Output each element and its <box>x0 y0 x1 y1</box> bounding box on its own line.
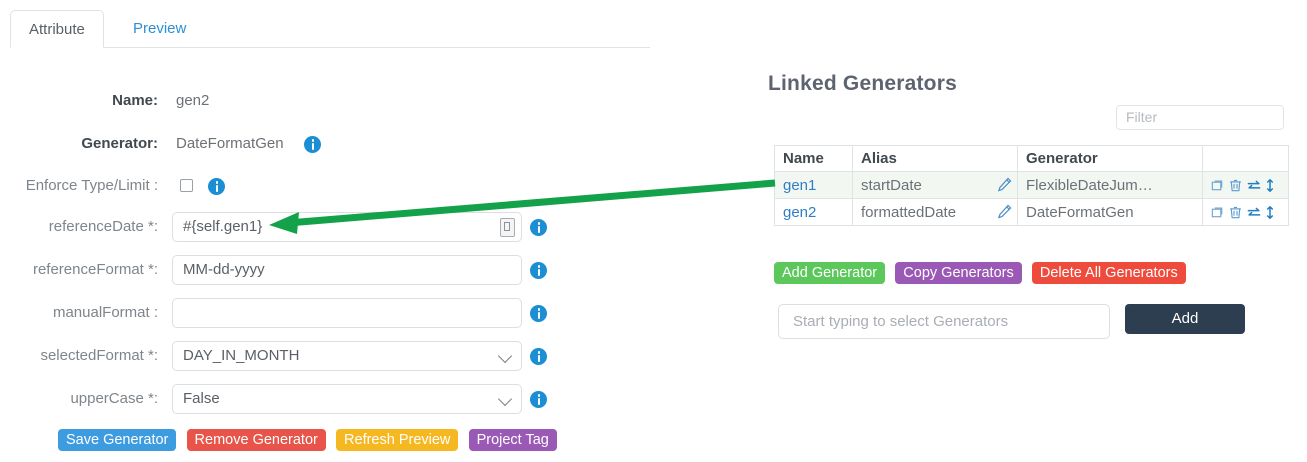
cell-name: gen2 <box>774 198 853 226</box>
field-row-name: Name: gen2 <box>0 86 660 116</box>
table-row[interactable]: gen1 startDate FlexibleDateJum… <box>774 171 1289 199</box>
table-header-row: Name Alias Generator <box>774 145 1289 172</box>
cell-name: gen1 <box>774 171 853 199</box>
alias-text: formattedDate <box>861 203 957 221</box>
selected-format-select[interactable]: DAY_IN_MONTH <box>172 341 522 371</box>
exchange-icon[interactable] <box>1246 205 1262 220</box>
filter-input[interactable]: Filter <box>1116 105 1284 130</box>
info-icon-selected-format[interactable] <box>530 348 547 365</box>
add-generator-button[interactable]: Add Generator <box>774 262 886 284</box>
cell-actions <box>1202 171 1289 199</box>
cell-generator: FlexibleDateJum… <box>1017 171 1203 199</box>
value-generator: DateFormatGen <box>176 135 284 152</box>
exchange-icon[interactable] <box>1246 178 1262 193</box>
form-action-buttons: Save Generator Remove Generator Refresh … <box>58 429 563 451</box>
alias-text: startDate <box>861 176 922 194</box>
project-tag-button[interactable]: Project Tag <box>468 429 557 451</box>
generator-link-gen1[interactable]: gen1 <box>783 176 817 194</box>
reference-format-input[interactable]: MM-dd-yyyy <box>172 255 522 285</box>
reference-date-picker-icon[interactable] <box>500 218 515 237</box>
cell-actions <box>1202 198 1289 226</box>
trash-icon[interactable] <box>1228 178 1243 193</box>
label-name: Name: <box>112 92 158 109</box>
label-upper-case: upperCase *: <box>70 390 158 407</box>
column-header-alias: Alias <box>852 145 1018 172</box>
cell-alias: startDate <box>852 171 1018 199</box>
upper-case-select[interactable]: False <box>172 384 522 414</box>
label-enforce-type-limit: Enforce Type/Limit : <box>25 177 158 194</box>
label-generator: Generator: <box>81 135 158 152</box>
enforce-type-limit-checkbox[interactable] <box>180 179 193 192</box>
generator-link-gen2[interactable]: gen2 <box>783 203 817 221</box>
label-reference-date: referenceDate *: <box>48 218 158 235</box>
delete-all-generators-button[interactable]: Delete All Generators <box>1031 262 1186 284</box>
cell-generator: DateFormatGen <box>1017 198 1203 226</box>
field-row-generator: Generator: DateFormatGen <box>0 129 660 159</box>
duplicate-icon[interactable] <box>1210 178 1225 193</box>
field-row-selected-format: selectedFormat *: DAY_IN_MONTH <box>0 341 660 371</box>
column-header-generator: Generator <box>1017 145 1203 172</box>
copy-generators-button[interactable]: Copy Generators <box>895 262 1022 284</box>
info-icon-reference-format[interactable] <box>530 262 547 279</box>
field-row-upper-case: upperCase *: False <box>0 384 660 414</box>
cell-alias: formattedDate <box>852 198 1018 226</box>
tab-attribute[interactable]: Attribute <box>10 10 104 48</box>
add-generator-row: Start typing to select Generators Add <box>778 304 1286 339</box>
manual-format-input[interactable] <box>172 298 522 328</box>
generator-select-input[interactable]: Start typing to select Generators <box>778 304 1110 339</box>
tab-bar: Attribute Preview <box>10 10 650 48</box>
info-icon-generator[interactable] <box>304 136 321 153</box>
generator-action-buttons: Add Generator Copy Generators Delete All… <box>774 262 1192 284</box>
save-generator-button[interactable]: Save Generator <box>58 429 177 451</box>
reference-date-input[interactable]: #{self.gen1} <box>172 212 522 242</box>
column-header-actions <box>1202 145 1289 172</box>
reorder-icon[interactable] <box>1265 205 1275 220</box>
label-reference-format: referenceFormat *: <box>32 261 158 278</box>
trash-icon[interactable] <box>1228 205 1243 220</box>
duplicate-icon[interactable] <box>1210 205 1225 220</box>
add-button[interactable]: Add <box>1125 304 1245 334</box>
pencil-icon[interactable] <box>997 204 1012 219</box>
value-name: gen2 <box>176 92 210 109</box>
info-icon-reference-date[interactable] <box>530 219 547 236</box>
field-row-reference-format: referenceFormat *: MM-dd-yyyy <box>0 255 660 285</box>
field-row-manual-format: manualFormat : <box>0 298 660 328</box>
reorder-icon[interactable] <box>1265 178 1275 193</box>
linked-generators-table: Name Alias Generator gen1 startDate Fle <box>774 145 1289 226</box>
label-manual-format: manualFormat : <box>52 304 158 321</box>
remove-generator-button[interactable]: Remove Generator <box>186 429 326 451</box>
column-header-name: Name <box>774 145 853 172</box>
info-icon-enforce-type-limit[interactable] <box>208 178 225 195</box>
panel-title: Linked Generators <box>768 72 957 95</box>
field-row-enforce-type-limit: Enforce Type/Limit : <box>0 171 660 201</box>
refresh-preview-button[interactable]: Refresh Preview <box>336 429 459 451</box>
table-row[interactable]: gen2 formattedDate DateFormatGen <box>774 198 1289 226</box>
tab-preview[interactable]: Preview <box>133 20 187 37</box>
info-icon-upper-case[interactable] <box>530 391 547 408</box>
pencil-icon[interactable] <box>997 177 1012 192</box>
field-row-reference-date: referenceDate *: #{self.gen1} <box>0 212 660 242</box>
info-icon-manual-format[interactable] <box>530 305 547 322</box>
label-selected-format: selectedFormat *: <box>40 347 158 364</box>
linked-generators-panel: Linked Generators Filter Name Alias Gene… <box>768 0 1298 462</box>
